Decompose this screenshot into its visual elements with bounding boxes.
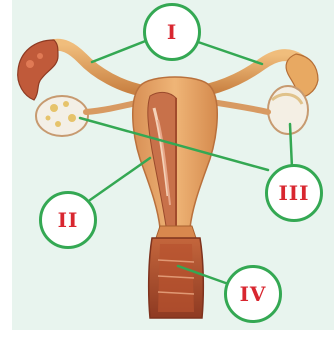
left-fallopian-tube [50, 45, 150, 92]
left-ovary [36, 96, 88, 136]
left-fimbriae [18, 40, 58, 100]
cervix [156, 226, 196, 238]
label-II: II [39, 191, 97, 249]
leader-line-I-left [92, 40, 148, 62]
leader-line-I-right [198, 42, 262, 64]
label-III: III [265, 164, 323, 222]
leader-line-II [90, 158, 150, 200]
label-IV: IV [224, 265, 282, 323]
label-I: I [143, 3, 201, 61]
